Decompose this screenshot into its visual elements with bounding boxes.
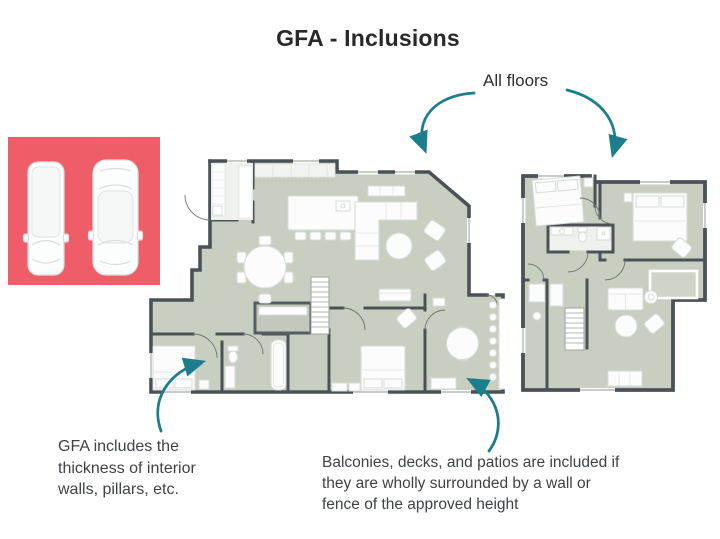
bedroom-left: [152, 345, 210, 391]
stairs: [528, 283, 585, 351]
side-table: [644, 290, 658, 304]
patio-fence: [498, 298, 505, 390]
planter: [430, 377, 457, 390]
bedroom-master: [331, 308, 417, 392]
windows: [149, 159, 472, 395]
curved-arrow-to-main-floor-icon: [409, 91, 476, 154]
dining-table: [236, 235, 294, 304]
bathroom: [549, 226, 612, 251]
note-balconies: Balconies, decks, and patios are include…: [322, 454, 620, 513]
upper-living-furniture: [607, 287, 665, 387]
curved-arrow-to-interior-wall-icon: [156, 357, 207, 433]
armchair: [396, 308, 417, 329]
coffee-table: [385, 232, 413, 260]
armchair: [423, 219, 446, 242]
kitchen: [211, 163, 336, 220]
coffee-table: [614, 314, 638, 338]
all-floors-label: All floors: [483, 71, 549, 90]
bathroom: [224, 339, 287, 391]
tv-console: [607, 370, 643, 387]
door-swings: [184, 194, 498, 359]
interior-walls: [521, 174, 707, 392]
curved-arrow-to-upper-floor-icon: [565, 88, 628, 159]
loveseat: [378, 288, 412, 302]
armchair: [671, 237, 692, 258]
armchair: [644, 313, 665, 334]
patio-table: [446, 327, 479, 360]
bedroom-upper-left: [531, 175, 594, 227]
garage-two-cars-icon: [8, 137, 160, 285]
patio: [430, 297, 505, 390]
upper-floor-plan: [521, 174, 708, 393]
exterior-walls: [149, 159, 505, 394]
armchair: [424, 249, 447, 272]
stairs: [310, 276, 330, 335]
windows: [521, 174, 708, 393]
rug: [648, 269, 699, 300]
bedroom-upper-right: [623, 192, 692, 258]
walk-in-closet: [253, 301, 313, 335]
door-swings: [527, 197, 626, 281]
page-title: GFA - Inclusions: [276, 25, 460, 51]
curved-arrow-to-patio-icon: [466, 378, 500, 453]
note-interior-walls: GFA includes the thickness of interior w…: [58, 438, 196, 498]
living-room-furniture: [354, 185, 447, 302]
car-icon: [87, 159, 144, 276]
kitchen-island: [287, 195, 359, 241]
main-floor-plan: [149, 159, 505, 395]
car-icon: [22, 161, 70, 276]
